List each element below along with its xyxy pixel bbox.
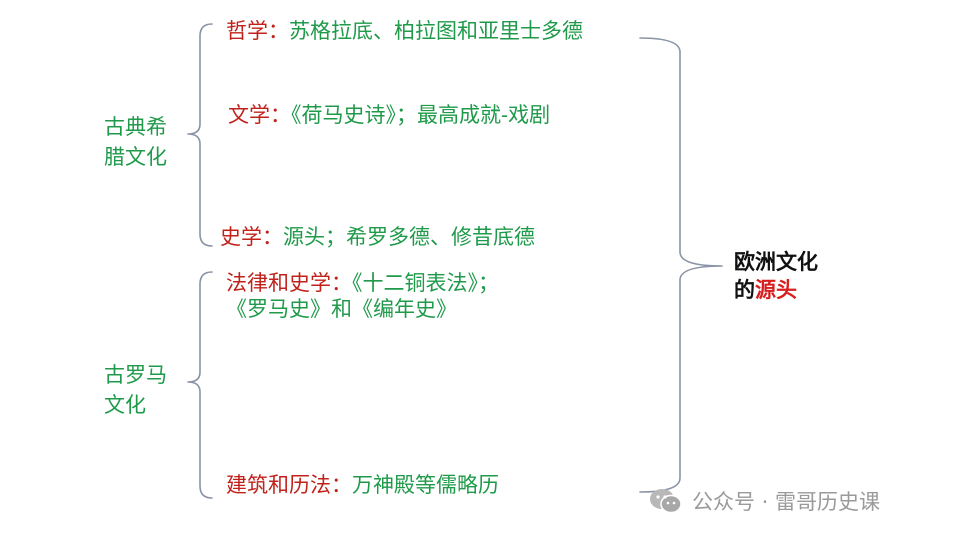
item-label: 文学： [228, 103, 291, 127]
item-label: 哲学： [226, 19, 289, 43]
item-text: 源头；希罗多德、修昔底德 [283, 225, 535, 249]
target-highlight: 源头 [755, 278, 797, 302]
europe-brace [639, 37, 723, 493]
rome-group-line1: 古罗马 [104, 363, 167, 387]
watermark: 公众号 · 雷哥历史课 [648, 486, 880, 516]
wechat-icon [648, 487, 684, 515]
item-text: 万神殿等儒略历 [352, 473, 499, 497]
target-line1: 欧洲文化 [734, 250, 818, 274]
item-text-line2: 《罗马史》和《编年史》 [226, 297, 457, 321]
greece-item-philosophy: 哲学：苏格拉底、柏拉图和亚里士多德 [226, 18, 583, 44]
item-text: 《荷马史诗》；最高成就-戏剧 [291, 103, 551, 127]
rome-group-label: 古罗马 文化 [104, 360, 167, 420]
greece-brace [187, 23, 213, 247]
item-label: 建筑和历法： [226, 473, 352, 497]
rome-item-architecture-calendar: 建筑和历法：万神殿等儒略历 [226, 472, 499, 498]
item-label: 史学： [220, 225, 283, 249]
item-text: 《十二铜表法》； [352, 271, 499, 295]
item-label: 法律和史学： [226, 271, 352, 295]
greece-item-literature: 文学：《荷马史诗》；最高成就-戏剧 [228, 102, 550, 128]
watermark-text: 公众号 · 雷哥历史课 [692, 490, 881, 514]
target-prefix: 的 [734, 278, 755, 302]
rome-item-law-history: 法律和史学：《十二铜表法》； 《罗马史》和《编年史》 [226, 270, 499, 322]
target-line2: 的源头 [734, 276, 818, 304]
greece-group-line1: 古典希 [104, 115, 167, 139]
rome-brace [187, 271, 213, 499]
greece-item-history: 史学：源头；希罗多德、修昔底德 [220, 224, 535, 250]
rome-group-line2: 文化 [104, 393, 146, 417]
greece-group-line2: 腊文化 [104, 145, 167, 169]
item-text: 苏格拉底、柏拉图和亚里士多德 [289, 19, 583, 43]
europe-origin-label: 欧洲文化 的源头 [734, 248, 818, 304]
greece-group-label: 古典希 腊文化 [104, 112, 167, 172]
